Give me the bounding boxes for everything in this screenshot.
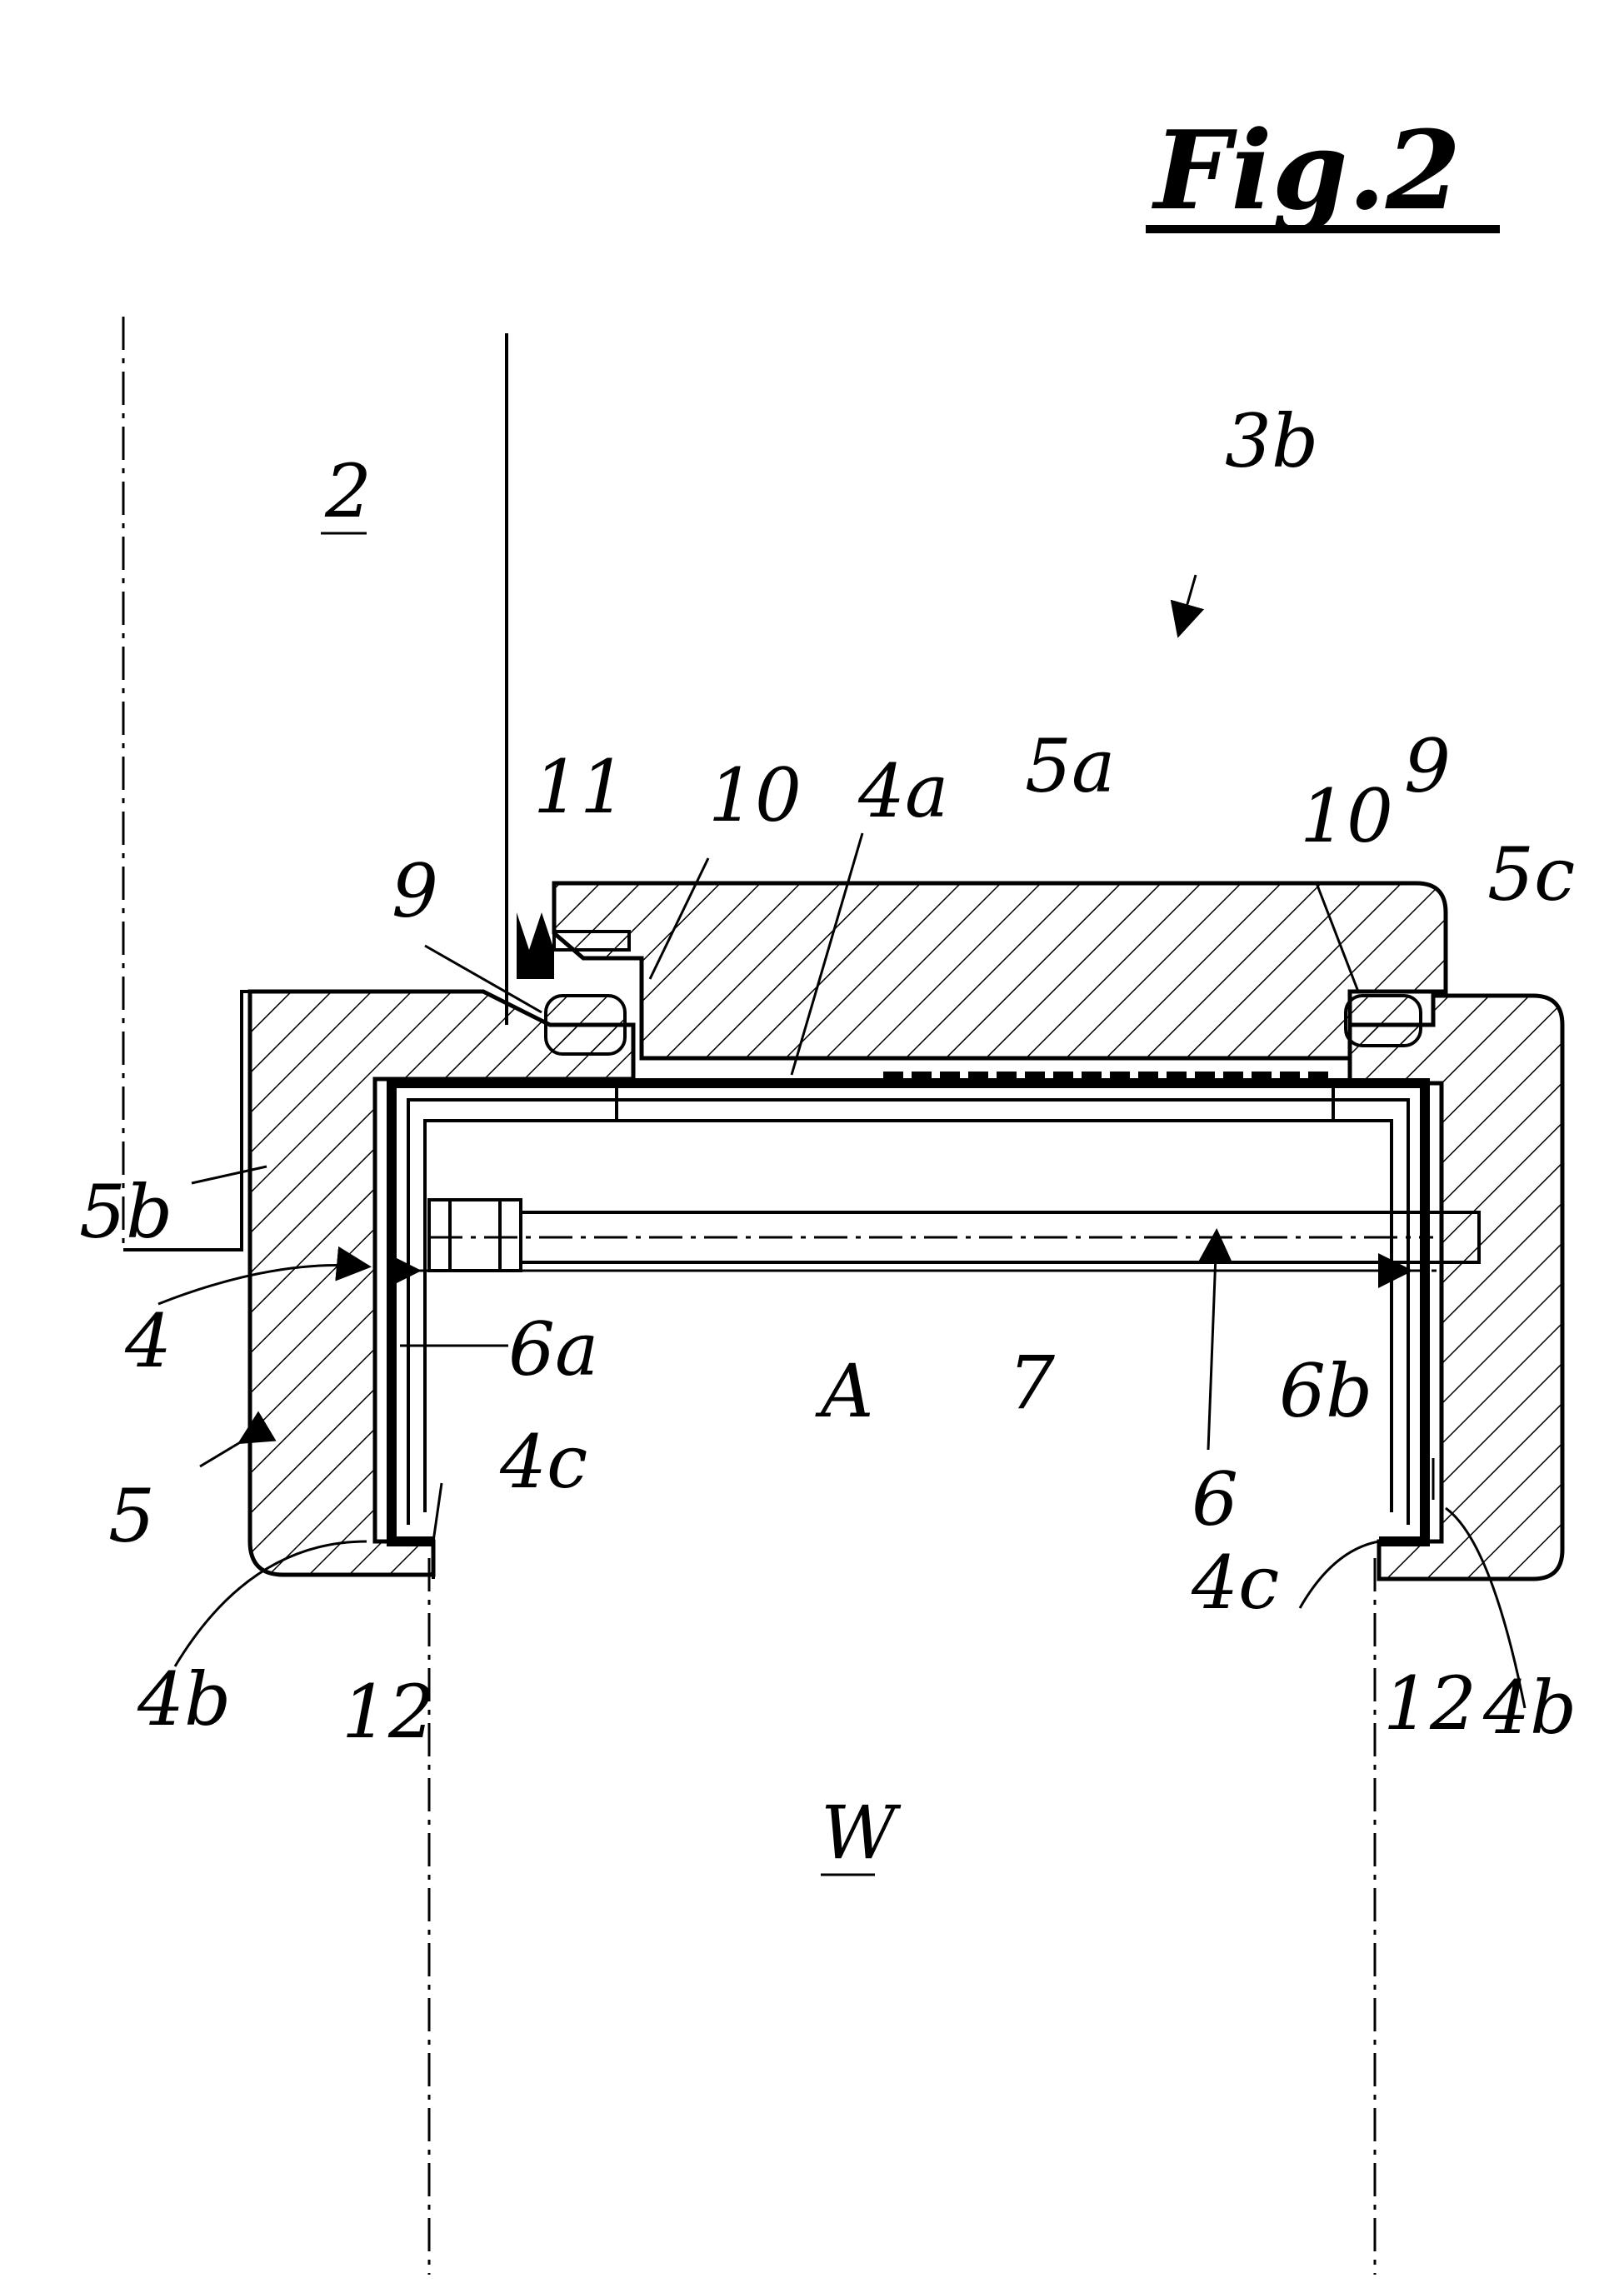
housing-part-5a (554, 883, 1446, 1058)
figure-title: Fig.2 (1146, 107, 1500, 234)
label-2: 2 (324, 448, 372, 534)
label-10-right: 10 (1300, 773, 1393, 859)
label-9-right: 9 (1404, 723, 1451, 809)
seal-9-right (1346, 996, 1421, 1046)
label-5a: 5a (1025, 723, 1115, 809)
label-4b-right: 4b (1482, 1665, 1577, 1751)
seal-9-left (546, 996, 625, 1054)
label-11: 11 (533, 744, 627, 830)
label-7: 7 (1008, 1340, 1055, 1426)
label-12-left: 12 (342, 1669, 435, 1755)
label-5c: 5c (1487, 832, 1575, 917)
label-5b: 5b (79, 1169, 172, 1255)
label-4b-left: 4b (137, 1656, 231, 1742)
label-6b: 6b (1279, 1348, 1372, 1434)
label-4: 4 (124, 1298, 172, 1384)
label-4c-right: 4c (1191, 1540, 1279, 1626)
label-9-left: 9 (392, 848, 438, 934)
label-5: 5 (108, 1473, 155, 1559)
inner-insert (617, 1083, 1333, 1121)
bolt-7 (429, 1200, 1479, 1271)
svg-text:Fig.2: Fig.2 (1151, 107, 1461, 234)
label-4c-left: 4c (499, 1419, 587, 1505)
label-6: 6 (1192, 1456, 1238, 1542)
label-w: W (821, 1790, 902, 1876)
label-12-right: 12 (1383, 1661, 1477, 1746)
label-3b: 3b (1225, 398, 1318, 484)
label-10-left: 10 (708, 752, 802, 838)
label-6a: 6a (508, 1306, 598, 1392)
label-a: A (815, 1348, 874, 1434)
label-4a: 4a (857, 748, 948, 834)
